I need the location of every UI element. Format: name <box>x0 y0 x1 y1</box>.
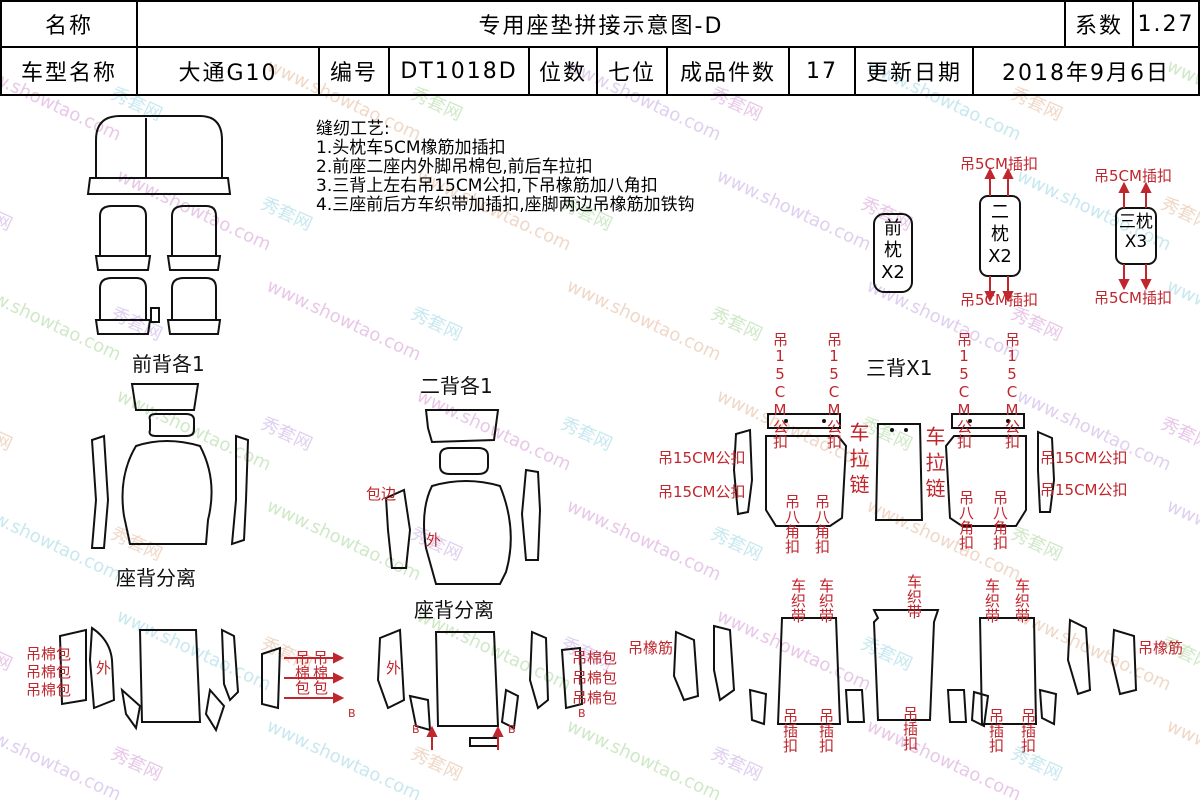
octa-label-3: 吊八角扣 <box>957 490 975 550</box>
note-line-4: 4.三座前后方车织带加插扣,座脚两边吊橡筋加铁钩 <box>316 195 695 215</box>
buckle-label-1: 吊插扣 <box>781 708 799 753</box>
outer-label-2: 外 <box>386 659 402 677</box>
hang15-vertical-4: 吊15CM公扣 <box>1003 332 1021 449</box>
elastic-label-2: 吊橡筋 <box>1138 639 1184 657</box>
model-value: 大通G10 <box>136 46 320 96</box>
date-label: 更新日期 <box>854 46 974 96</box>
second-pillow-label: 二枕X2 <box>988 202 1012 267</box>
webbing-label-1: 车织带 <box>789 578 807 623</box>
hang5-label-1: 吊5CM插扣 <box>960 155 1038 173</box>
front-seat-icons <box>94 205 222 335</box>
seats-label: 位数 <box>528 46 598 96</box>
elastic-label-1: 吊橡筋 <box>628 639 674 657</box>
zipper-label-2: 车拉链 <box>922 426 946 504</box>
pieces-label: 成品件数 <box>666 46 790 96</box>
b-mark-4: B <box>578 707 586 720</box>
octa-label-2: 吊八角扣 <box>813 494 831 554</box>
outer-label-3: 外 <box>426 531 442 549</box>
cotton-label-2: 吊棉包 <box>26 663 72 681</box>
front-back-label: 前背各1 <box>132 352 205 376</box>
b-mark-1: B <box>348 707 356 720</box>
seat-back-sep-label-2: 座背分离 <box>414 598 494 622</box>
code-value: DT1018D <box>388 46 530 96</box>
hang15-left-1: 吊15CM公扣 <box>658 449 746 467</box>
hang15-right-2: 吊15CM公扣 <box>1040 481 1128 499</box>
cotton-label-6: 吊棉包 <box>572 689 618 707</box>
third-back-label: 三背X1 <box>866 356 933 380</box>
b-mark-3: B <box>508 723 516 736</box>
pillow-pieces <box>873 195 1157 293</box>
octa-label-1: 吊八角扣 <box>783 494 801 554</box>
seat-back-sep-label: 座背分离 <box>116 566 196 590</box>
buckle-label-3: 吊插扣 <box>901 706 919 751</box>
second-back-label: 二背各1 <box>420 374 493 398</box>
hang15-vertical-3: 吊15CM公扣 <box>955 332 973 449</box>
note-line-3: 3.三背上左右吊15CM公扣,下吊橡筋加八角扣 <box>316 176 658 196</box>
sewing-notes: 缝纫工艺: 1.头枕车5CM橡筋加插扣 2.前座二座内外脚吊棉包,前后车拉扣 3… <box>316 120 695 215</box>
coef-label: 系数 <box>1064 0 1134 48</box>
hang15-vertical-2: 吊15CM公扣 <box>825 332 843 449</box>
cotton-vertical-1: 吊棉包 <box>293 650 311 695</box>
buckle-label-5: 吊插扣 <box>1019 708 1037 753</box>
zipper-label-1: 车拉链 <box>846 422 870 500</box>
buckle-label-4: 吊插扣 <box>987 708 1005 753</box>
hang-arrows <box>284 167 1152 750</box>
cotton-label-4: 吊棉包 <box>572 649 618 667</box>
hang15-vertical-1: 吊15CM公扣 <box>771 332 789 449</box>
hang15-right-1: 吊15CM公扣 <box>1040 449 1128 467</box>
buckle-label-2: 吊插扣 <box>817 708 835 753</box>
webbing-label-5: 车织带 <box>1013 578 1031 623</box>
front-back-pieces <box>90 383 250 549</box>
bench-seat-icon <box>86 115 232 195</box>
cotton-vertical-2: 吊棉包 <box>311 650 329 695</box>
hang5-label-4: 吊5CM插扣 <box>1094 289 1172 307</box>
bottom-seat-pieces <box>58 609 1138 747</box>
outer-label-1: 外 <box>96 659 112 677</box>
b-mark-2: B <box>412 723 420 736</box>
binding-label: 包边 <box>366 485 397 503</box>
webbing-label-3: 车织带 <box>905 574 923 619</box>
octa-label-4: 吊八角扣 <box>991 490 1009 550</box>
webbing-label-2: 车织带 <box>817 578 835 623</box>
second-back-pieces <box>384 409 542 585</box>
hang5-label-2: 吊5CM插扣 <box>960 291 1038 309</box>
front-pillow-label: 前枕X2 <box>881 218 905 283</box>
cotton-label-3: 吊棉包 <box>26 681 72 699</box>
third-pillow-label: 三枕X3 <box>1119 212 1153 252</box>
model-label: 车型名称 <box>0 46 138 96</box>
cotton-label-5: 吊棉包 <box>572 669 618 687</box>
hang15-left-2: 吊15CM公扣 <box>658 483 746 501</box>
header-table: 名称 专用座垫拼接示意图-D 系数 1.27 车型名称 大通G10 编号 DT1… <box>0 0 1200 96</box>
notes-title: 缝纫工艺: <box>316 119 390 139</box>
webbing-label-4: 车织带 <box>983 578 1001 623</box>
date-value: 2018年9月6日 <box>972 46 1200 96</box>
note-line-1: 1.头枕车5CM橡筋加插扣 <box>316 138 506 158</box>
note-line-2: 2.前座二座内外脚吊棉包,前后车拉扣 <box>316 157 593 177</box>
cotton-label-1: 吊棉包 <box>26 645 72 663</box>
third-back-pieces <box>732 413 1056 527</box>
hang5-label-3: 吊5CM插扣 <box>1094 167 1172 185</box>
